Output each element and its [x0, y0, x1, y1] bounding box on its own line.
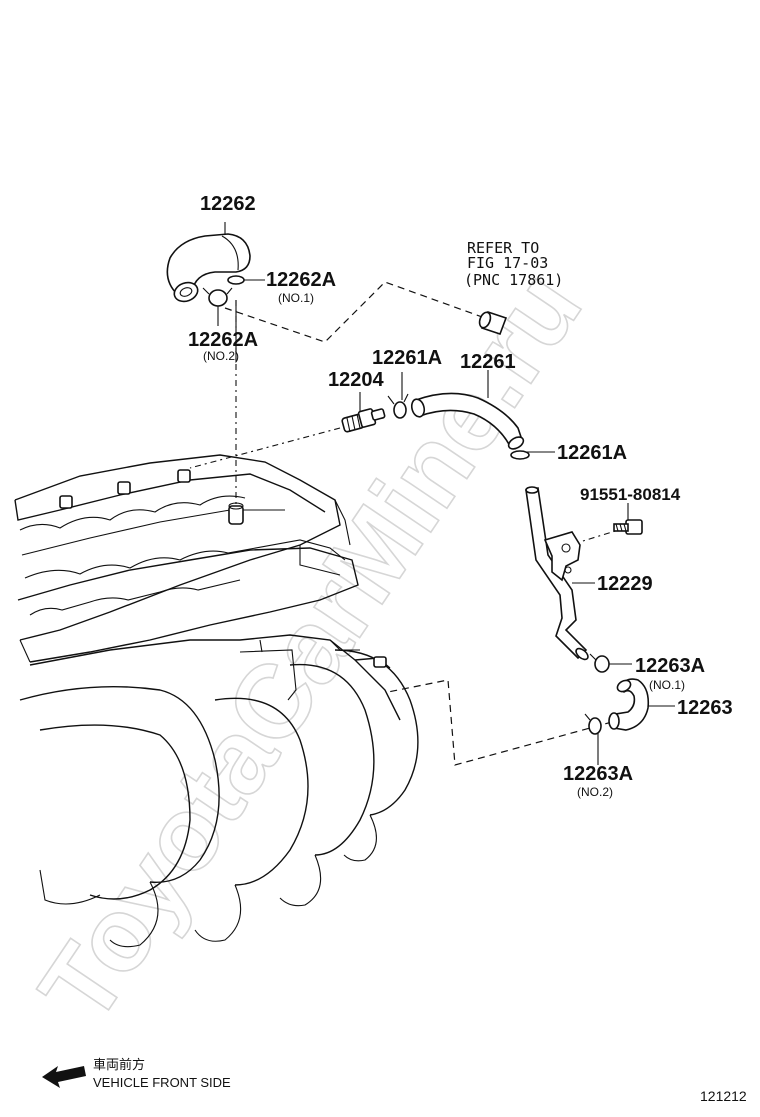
part-91551-bolt[interactable]	[613, 519, 643, 535]
part-12204-pcv-valve[interactable]	[341, 408, 386, 433]
note-12263A-no2: (NO.2)	[577, 785, 613, 799]
reference-line-1: REFER TO	[467, 239, 539, 257]
reference-line-3: (PNC 17861)	[464, 271, 563, 289]
part-12261A-clip-right[interactable]	[510, 450, 530, 460]
part-12261A-clip-top[interactable]	[387, 393, 409, 419]
arrow-left-icon	[42, 1066, 86, 1088]
part-12263A-no2-clip[interactable]	[584, 713, 602, 735]
note-12263A-no1: (NO.1)	[649, 678, 685, 692]
reference-line-2: FIG 17-03	[467, 254, 548, 272]
part-12229-pipe[interactable]	[525, 486, 590, 662]
direction-english: VEHICLE FRONT SIDE	[93, 1075, 231, 1090]
label-12263A-no1[interactable]: 12263A	[635, 655, 705, 677]
label-12262A-no2[interactable]: 12262A	[188, 329, 258, 351]
label-12262A-no1[interactable]: 12262A	[266, 269, 336, 291]
label-12229[interactable]: 12229	[597, 573, 653, 595]
part-12262A-no1-clip[interactable]	[227, 275, 245, 285]
label-12262[interactable]: 12262	[200, 193, 256, 215]
label-12263[interactable]: 12263	[677, 697, 733, 719]
part-12263-hose[interactable]	[608, 678, 650, 731]
label-12204[interactable]: 12204	[328, 369, 384, 391]
label-12261A-right[interactable]: 12261A	[557, 442, 627, 464]
part-12263A-no1-clip[interactable]	[589, 653, 610, 673]
engine-block-illustration	[14, 454, 419, 948]
part-12261-hose[interactable]	[410, 392, 526, 451]
part-12262A-no2-clip[interactable]	[202, 287, 233, 307]
connection-lines	[189, 222, 675, 766]
note-12262A-no1: (NO.1)	[278, 291, 314, 305]
label-12261A-top[interactable]: 12261A	[372, 347, 442, 369]
diagram-code: 121212	[700, 1088, 747, 1104]
reference-pipe-stub	[478, 310, 508, 336]
direction-japanese: 車両前方	[93, 1057, 145, 1072]
watermark: ToyotaCarMine.ru	[18, 251, 604, 1042]
label-91551-80814[interactable]: 91551-80814	[580, 485, 681, 504]
part-12262-hose[interactable]	[166, 233, 251, 305]
label-12263A-no2[interactable]: 12263A	[563, 763, 633, 785]
vehicle-front-indicator: 車両前方 VEHICLE FRONT SIDE	[42, 1057, 231, 1090]
label-12261[interactable]: 12261	[460, 351, 516, 373]
note-12262A-no2: (NO.2)	[203, 349, 239, 363]
